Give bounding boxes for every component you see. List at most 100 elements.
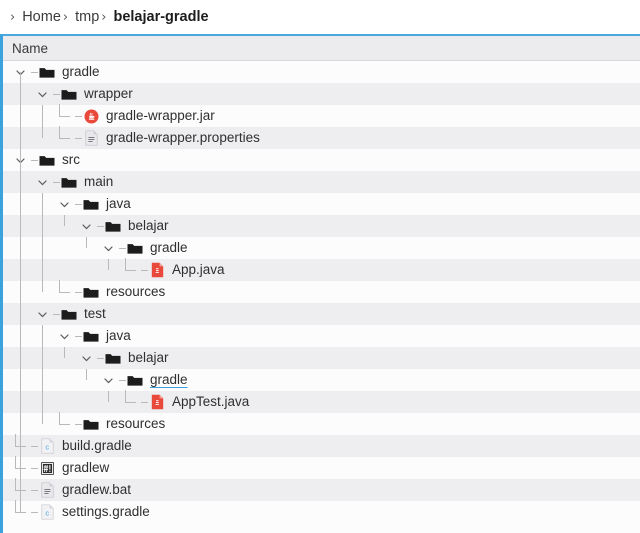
tree-row-label[interactable]: gradlew — [62, 460, 110, 475]
file-tree[interactable]: gradle wrapper gradle-wrapper.jar gradle-wr… — [3, 61, 640, 523]
text-file-icon — [38, 479, 56, 501]
tree-row[interactable]: gradlew — [3, 456, 640, 479]
tree-connector — [119, 237, 126, 259]
breadcrumb-item-tmp[interactable]: tmp — [75, 9, 100, 25]
chevron-down-icon[interactable] — [75, 215, 97, 237]
tree-row[interactable]: gradle — [3, 237, 640, 259]
tree-indent — [3, 369, 97, 391]
breadcrumb-item-home[interactable]: Home — [22, 9, 61, 25]
tree-row-label[interactable]: App.java — [172, 262, 225, 277]
tree-connector — [31, 61, 38, 83]
tree-row[interactable]: java — [3, 325, 640, 347]
tree-connector — [141, 259, 148, 281]
tree-connector — [31, 479, 38, 501]
tree-row[interactable]: gradlew.bat — [3, 478, 640, 501]
tree-row[interactable]: gradle-wrapper.jar — [3, 104, 640, 127]
tree-indent — [3, 171, 31, 193]
folder-icon — [104, 215, 122, 237]
chevron-down-icon[interactable] — [97, 237, 119, 259]
tree-row[interactable]: gradle — [3, 61, 640, 83]
tree-row[interactable]: java — [3, 193, 640, 215]
tree-row-label[interactable]: gradlew.bat — [62, 482, 132, 497]
tree-connector — [53, 171, 60, 193]
breadcrumb-separator-icon: › — [10, 9, 16, 25]
tree-indent — [3, 281, 53, 303]
tree-connector — [75, 105, 82, 127]
tree-row-label[interactable]: settings.gradle — [62, 504, 150, 519]
tree-row[interactable]: belajar — [3, 215, 640, 237]
tree-row-label[interactable]: gradle — [150, 372, 188, 387]
tree-guide-line — [86, 369, 87, 380]
tree-connector-elbow — [53, 412, 75, 435]
chevron-down-icon[interactable] — [31, 303, 53, 325]
tree-connector — [31, 435, 38, 457]
tree-connector-elbow — [119, 258, 141, 281]
chevron-down-icon[interactable] — [97, 369, 119, 391]
tree-row-label[interactable]: resources — [106, 416, 166, 431]
folder-icon — [82, 281, 100, 303]
tree-guide-line — [86, 237, 87, 248]
folder-icon — [60, 303, 78, 325]
tree-row-label[interactable]: wrapper — [84, 86, 133, 101]
breadcrumb-separator-icon: › — [101, 9, 107, 25]
tree-connector-elbow — [53, 280, 75, 303]
tree-row-label[interactable]: belajar — [128, 350, 169, 365]
tree-row[interactable]: AppTest.java — [3, 390, 640, 413]
folder-icon — [104, 347, 122, 369]
chevron-down-icon[interactable] — [31, 83, 53, 105]
tree-row-label[interactable]: java — [106, 196, 131, 211]
folder-icon — [82, 413, 100, 435]
tree-row[interactable]: gradle-wrapper.properties — [3, 126, 640, 149]
tree-row-label[interactable]: gradle — [62, 64, 100, 79]
tree-connector — [75, 127, 82, 149]
tree-connector — [119, 369, 126, 391]
svg-text:c: c — [45, 509, 49, 518]
tree-row[interactable]: resources — [3, 412, 640, 435]
tree-connector — [75, 325, 82, 347]
tree-indent — [3, 105, 53, 127]
tree-connector-elbow — [53, 126, 75, 149]
folder-icon — [38, 61, 56, 83]
chevron-down-icon[interactable] — [53, 193, 75, 215]
svg-text:c: c — [45, 443, 49, 452]
chevron-down-icon[interactable] — [75, 347, 97, 369]
tree-row-label[interactable]: build.gradle — [62, 438, 132, 453]
tree-row-label[interactable]: test — [84, 306, 106, 321]
tree-row-label[interactable]: AppTest.java — [172, 394, 250, 409]
tree-row-label[interactable]: gradle — [150, 240, 188, 255]
tree-row[interactable]: c build.gradle — [3, 434, 640, 457]
tree-connector — [97, 347, 104, 369]
column-header-name[interactable]: Name — [12, 40, 49, 56]
chevron-down-icon[interactable] — [31, 171, 53, 193]
tree-indent — [3, 325, 53, 347]
folder-icon — [60, 83, 78, 105]
tree-row-label[interactable]: gradle-wrapper.properties — [106, 130, 260, 145]
tree-row-label[interactable]: java — [106, 328, 131, 343]
folder-icon — [126, 237, 144, 259]
tree-row[interactable]: test — [3, 303, 640, 325]
tree-row[interactable]: App.java — [3, 258, 640, 281]
tree-connector — [53, 303, 60, 325]
folder-icon — [82, 325, 100, 347]
breadcrumb-item-belajar-gradle[interactable]: belajar-gradle — [113, 9, 209, 25]
tree-guide-line — [42, 193, 43, 292]
tree-row[interactable]: belajar — [3, 347, 640, 369]
tree-row[interactable]: main — [3, 171, 640, 193]
tree-row[interactable]: wrapper — [3, 83, 640, 105]
tree-row-label[interactable]: belajar — [128, 218, 169, 233]
chevron-down-icon[interactable] — [53, 325, 75, 347]
tree-row-label[interactable]: resources — [106, 284, 166, 299]
tree-row-label[interactable]: main — [84, 174, 114, 189]
tree-connector — [97, 215, 104, 237]
tree-indent — [3, 127, 53, 149]
tree-row-label[interactable]: src — [62, 152, 80, 167]
tree-row[interactable]: resources — [3, 280, 640, 303]
tree-row[interactable]: src — [3, 149, 640, 171]
tree-row[interactable]: c settings.gradle — [3, 500, 640, 523]
tree-indent — [3, 303, 31, 325]
tree-row[interactable]: gradle — [3, 369, 640, 391]
shell-script-icon — [38, 457, 56, 479]
tree-row-label[interactable]: gradle-wrapper.jar — [106, 108, 215, 123]
